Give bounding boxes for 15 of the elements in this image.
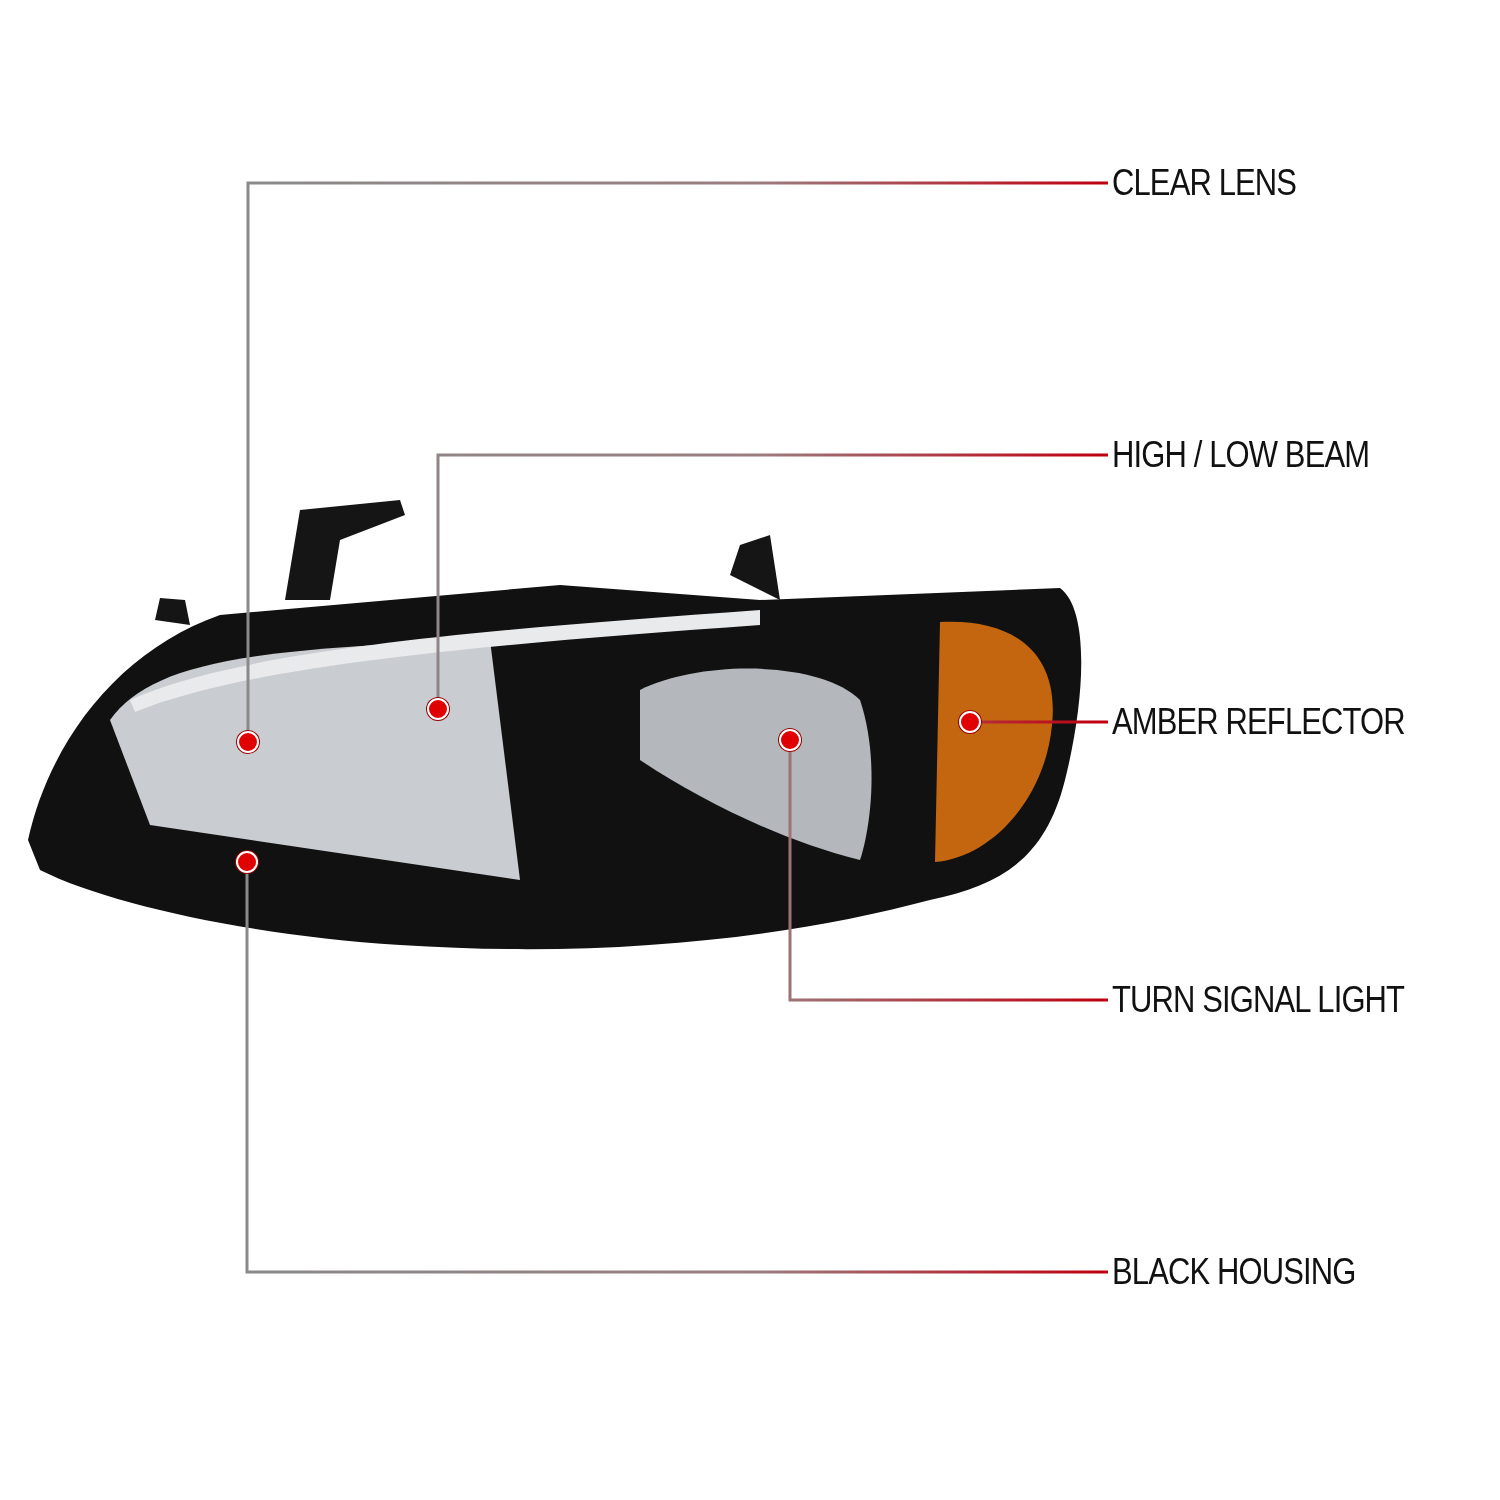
- callout-dot: [779, 729, 801, 751]
- part-label: AMBER REFLECTOR: [1112, 700, 1405, 744]
- leader-line: [788, 752, 1108, 1002]
- leader-line: [245, 874, 1108, 1274]
- callout-dot: [427, 698, 449, 720]
- part-label: BLACK HOUSING: [1112, 1250, 1356, 1294]
- callout-dot: [237, 731, 259, 753]
- part-label: TURN SIGNAL LIGHT: [1112, 978, 1405, 1022]
- leader-line: [246, 181, 1108, 730]
- part-label: CLEAR LENS: [1112, 161, 1297, 205]
- callout-dot: [959, 711, 981, 733]
- part-label: HIGH / LOW BEAM: [1112, 433, 1370, 477]
- leader-line: [436, 453, 1108, 697]
- callout-dot: [236, 851, 258, 873]
- leader-line: [982, 720, 1108, 724]
